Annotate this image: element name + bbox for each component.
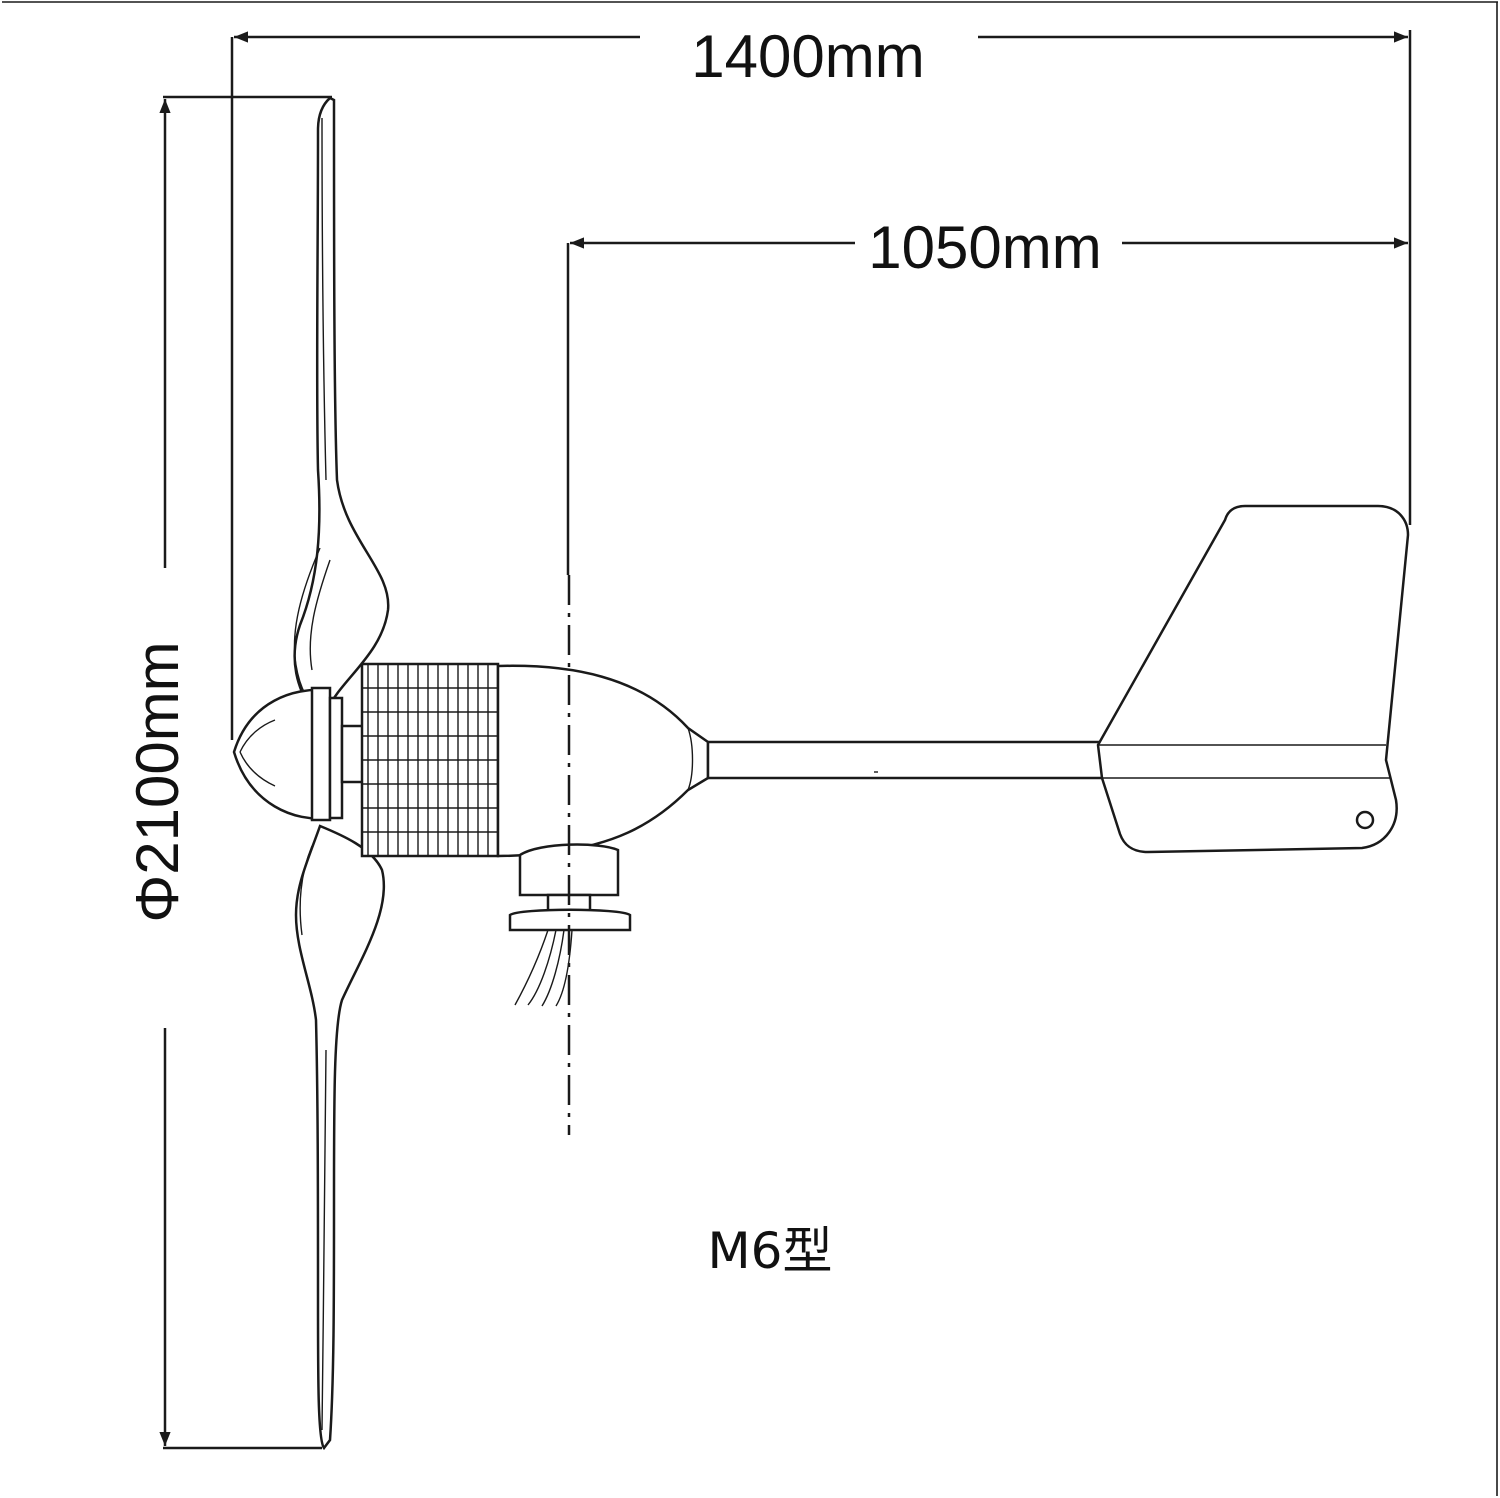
tail-boom (706, 740, 1110, 780)
lower-blade (294, 824, 386, 1451)
tail-length-dimension: 1050mm (566, 214, 1408, 575)
nacelle-body (496, 664, 710, 858)
cooling-fins (362, 664, 498, 856)
tail-vane (1096, 504, 1410, 854)
model-label: M6型 (708, 1222, 833, 1280)
rotor-diameter-label: Φ2100mm (124, 641, 191, 922)
upper-blade (293, 96, 390, 714)
rotor-diameter-dimension: Φ2100mm (124, 95, 332, 1450)
nose-cone (232, 686, 344, 822)
overall-length-label: 1400mm (691, 23, 924, 90)
tail-length-label: 1050mm (868, 214, 1101, 281)
generator-housing (340, 662, 500, 858)
overall-length-dimension: 1400mm (230, 23, 1412, 740)
